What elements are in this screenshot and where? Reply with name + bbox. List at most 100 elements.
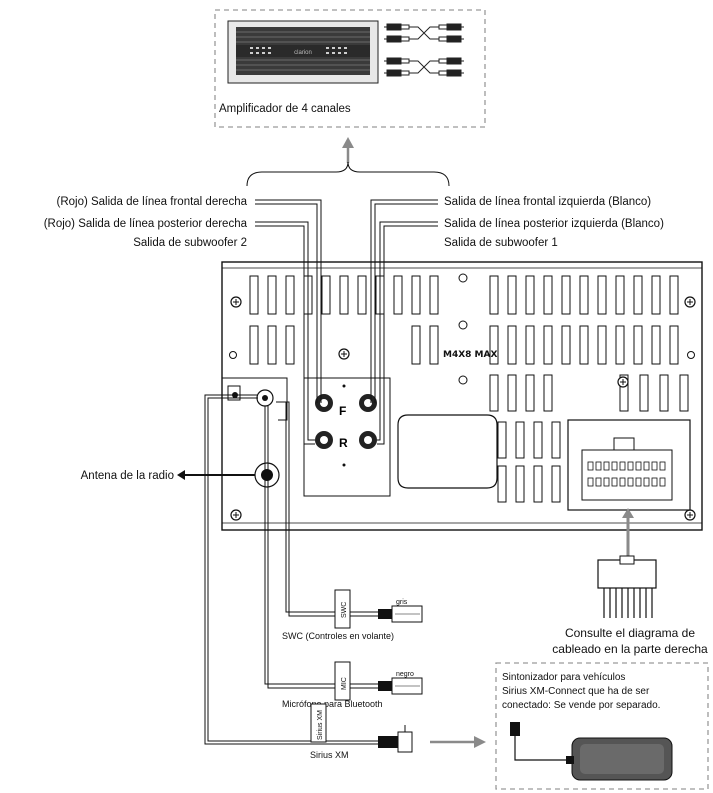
vent-slot xyxy=(525,325,535,365)
harness-pins xyxy=(587,461,666,487)
harness-pin xyxy=(651,477,658,487)
harness-pin xyxy=(587,461,594,471)
harness-pin xyxy=(595,461,602,471)
antenna-label: Antena de la radio xyxy=(81,470,174,482)
vent-slot xyxy=(533,421,543,459)
vent-slot xyxy=(249,275,259,315)
vent-slot xyxy=(411,325,421,365)
vent-slot xyxy=(551,465,561,503)
harness-pin xyxy=(587,477,594,487)
screw-spec-label: M4X8 MAX xyxy=(443,350,497,360)
vent-slot xyxy=(429,325,439,365)
screw-cross xyxy=(233,299,239,305)
harness-pin xyxy=(603,477,610,487)
harness-pin xyxy=(603,461,610,471)
vent-slot xyxy=(515,421,525,459)
screw-cross xyxy=(687,299,693,305)
screw-cross xyxy=(620,379,626,385)
vent-slot xyxy=(339,275,349,315)
swc-color: gris xyxy=(396,599,408,606)
output-label-rear-right: (Rojo) Salida de línea posterior derecha xyxy=(44,218,248,230)
tuner-module-icon xyxy=(510,722,673,781)
vent-slot xyxy=(429,275,439,315)
vent-slot xyxy=(507,325,517,365)
harness-note-line1: Consulte el diagrama de xyxy=(565,626,695,640)
up-arrow xyxy=(342,137,354,163)
vent-slot xyxy=(411,275,421,315)
mic-tag: MIC xyxy=(341,677,348,690)
vent-slots xyxy=(249,275,689,503)
vent-slot xyxy=(679,374,689,412)
vent-slot xyxy=(543,325,553,365)
sirius-connector: Sirius XM xyxy=(310,703,413,753)
vent-slot xyxy=(551,421,561,459)
output-label-rear-left: Salida de línea posterior izquierda (Bla… xyxy=(444,218,664,230)
antenna-arrow xyxy=(177,470,255,480)
head-unit-rear-panel: M4X8 MAX F R xyxy=(221,261,703,531)
tuner-note-line1: Sintonizador para vehículos xyxy=(502,672,625,683)
output-label-front-right: (Rojo) Salida de línea frontal derecha xyxy=(56,196,247,208)
harness-pin xyxy=(643,461,650,471)
rca-cables-icon xyxy=(384,23,464,77)
amplifier-brand: clarion xyxy=(294,50,312,56)
vent-slot xyxy=(285,325,295,365)
vent-slot xyxy=(543,374,553,412)
xm-caption: Sirius XM xyxy=(310,750,349,760)
vent-slot xyxy=(507,275,517,315)
amplifier-label: Amplificador de 4 canales xyxy=(219,103,351,115)
jack-front-label: F xyxy=(339,404,346,418)
harness-pin xyxy=(627,477,634,487)
vent-slot xyxy=(597,275,607,315)
amplifier-icon: clarion xyxy=(227,20,379,84)
vent-slot xyxy=(497,465,507,503)
vent-slot xyxy=(633,275,643,315)
harness-pin xyxy=(635,461,642,471)
vent-slot xyxy=(393,275,403,315)
vent-slot xyxy=(515,465,525,503)
vent-slot xyxy=(669,325,679,365)
output-wires xyxy=(255,199,438,445)
swc-connector: SWC gris xyxy=(334,589,423,629)
vent-slot xyxy=(615,275,625,315)
output-label-front-left: Salida de línea frontal izquierda (Blanc… xyxy=(444,196,651,208)
output-brace xyxy=(246,161,450,187)
screw-cross xyxy=(341,351,347,357)
vent-slot xyxy=(669,275,679,315)
swc-caption: SWC (Controles en volante) xyxy=(282,631,394,641)
harness-pin xyxy=(611,461,618,471)
vent-slot xyxy=(561,275,571,315)
mount-holes xyxy=(229,273,695,385)
vent-slot xyxy=(267,325,277,365)
amplifier-dashed-box xyxy=(214,9,486,128)
vent-slot xyxy=(489,374,499,412)
harness-pin xyxy=(651,461,658,471)
output-label-sub1: Salida de subwoofer 1 xyxy=(444,237,558,249)
harness-connector xyxy=(597,508,657,618)
vent-slot xyxy=(561,325,571,365)
vent-slot xyxy=(249,325,259,365)
harness-pin xyxy=(619,477,626,487)
swc-tag: SWC xyxy=(341,602,348,618)
vent-slot xyxy=(357,275,367,315)
harness-pin xyxy=(627,461,634,471)
vent-slot xyxy=(615,325,625,365)
amplifier-group: clarion Amplificador de 4 canales xyxy=(214,9,486,128)
harness-pin xyxy=(643,477,650,487)
tuner-note-line2: Sirius XM-Connect que ha de ser xyxy=(502,686,650,697)
vent-slot xyxy=(639,374,649,412)
harness-pin xyxy=(635,477,642,487)
tuner-arrow xyxy=(430,736,486,748)
screw-cross xyxy=(687,512,693,518)
vent-slot xyxy=(619,374,629,412)
harness-pin xyxy=(659,461,666,471)
vent-slot xyxy=(497,421,507,459)
screw-cross xyxy=(233,512,239,518)
harness-note-line2: cableado en la parte derecha xyxy=(552,642,708,656)
jack-rear-label: R xyxy=(339,436,348,450)
vent-slot xyxy=(525,275,535,315)
xm-tag: Sirius XM xyxy=(317,710,324,740)
harness-pin xyxy=(595,477,602,487)
harness-pin xyxy=(619,461,626,471)
output-label-sub2: Salida de subwoofer 2 xyxy=(133,237,247,249)
